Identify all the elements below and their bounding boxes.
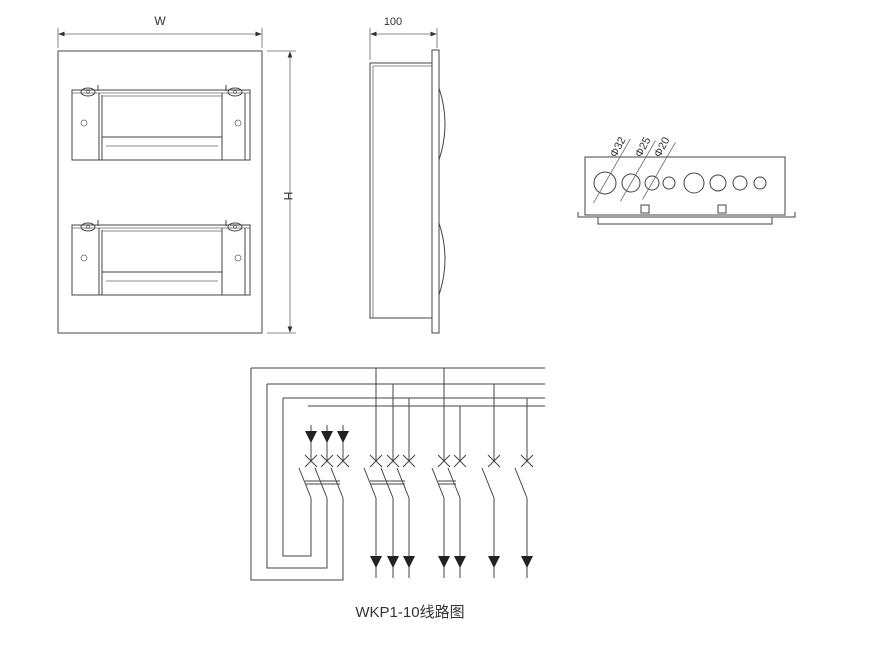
screw-hole-icon xyxy=(80,254,88,262)
arrow-down-icon xyxy=(521,556,533,568)
switch-blade xyxy=(380,467,394,499)
lock-icon xyxy=(227,87,243,97)
arrow-down-icon xyxy=(403,556,415,568)
switch-blade xyxy=(314,467,328,499)
depth-label: 100 xyxy=(384,16,402,28)
door-plate xyxy=(431,49,440,334)
cable-entry-hole xyxy=(662,176,676,190)
window-outline xyxy=(71,224,251,296)
hole-label-25: Φ25 xyxy=(633,135,653,159)
breaker-contact-icon xyxy=(304,454,318,468)
neutral-loop xyxy=(282,398,312,557)
diameter-leader-line xyxy=(620,140,656,202)
screw-hole-icon xyxy=(234,254,242,262)
lock-icon xyxy=(80,222,96,232)
breaker-window-top xyxy=(71,85,251,161)
switch-blade xyxy=(514,467,528,499)
gland-plate-outline xyxy=(584,156,786,216)
neutral-loop xyxy=(250,368,344,581)
door-cover-bulge xyxy=(438,87,446,161)
breaker-contact-icon xyxy=(437,454,451,468)
switch-blade xyxy=(363,467,377,499)
arrow-down-icon xyxy=(305,431,317,443)
hole-label-20: Φ20 xyxy=(652,135,672,159)
gland-plate-view: Φ32 Φ25 Φ20 xyxy=(577,135,796,225)
circuit-caption: WKP1-10线路图 xyxy=(355,604,464,621)
cable-entry-hole xyxy=(644,175,660,191)
square-hole xyxy=(717,204,727,214)
arrow-down-icon xyxy=(387,556,399,568)
screw-hole-icon xyxy=(80,119,88,127)
breaker-contact-icon xyxy=(487,454,501,468)
cable-entry-hole xyxy=(709,174,727,192)
arrow-down-icon xyxy=(370,556,382,568)
arrow-down-icon xyxy=(438,556,450,568)
lock-icon xyxy=(233,90,237,94)
front-view: W H xyxy=(57,14,296,334)
switch-blade xyxy=(431,467,445,499)
switch-blade xyxy=(298,467,312,499)
cable-entry-hole xyxy=(683,172,705,194)
lock-icon xyxy=(86,225,90,229)
arrow-down-icon xyxy=(488,556,500,568)
breaker-contact-icon xyxy=(453,454,467,468)
mounting-flange xyxy=(577,212,796,218)
square-hole xyxy=(640,204,650,214)
switch-blade xyxy=(481,467,495,499)
side-view: 100 xyxy=(369,16,446,334)
cable-entry-hole xyxy=(753,176,767,190)
height-label: H xyxy=(281,192,295,201)
breaker-contact-icon xyxy=(369,454,383,468)
breaker-contact-icon xyxy=(336,454,350,468)
diameter-leader-line xyxy=(593,138,631,204)
screw-hole-icon xyxy=(234,119,242,127)
door-cover-bulge xyxy=(438,222,446,296)
breaker-contact-icon xyxy=(520,454,534,468)
switch-blade xyxy=(447,467,461,499)
diameter-leader-line xyxy=(642,142,676,200)
breaker-contact-icon xyxy=(320,454,334,468)
arrow-down-icon xyxy=(321,431,333,443)
breaker-window-bottom xyxy=(71,220,251,296)
enclosure-body xyxy=(369,62,433,319)
neutral-loop xyxy=(266,384,328,569)
lock-icon xyxy=(86,90,90,94)
lock-icon xyxy=(227,222,243,232)
switch-blade xyxy=(330,467,344,499)
breaker-contact-icon xyxy=(386,454,400,468)
window-outline xyxy=(71,89,251,161)
width-label: W xyxy=(154,14,166,28)
cable-entry-hole xyxy=(621,173,641,193)
panel-outline xyxy=(57,50,263,334)
cable-entry-hole xyxy=(593,171,617,195)
lock-icon xyxy=(233,225,237,229)
switch-blade xyxy=(396,467,410,499)
arrow-down-icon xyxy=(454,556,466,568)
bottom-bracket xyxy=(597,217,773,225)
lock-icon xyxy=(80,87,96,97)
breaker-contact-icon xyxy=(402,454,416,468)
cable-entry-hole xyxy=(732,175,748,191)
wiring-diagram xyxy=(250,367,545,581)
arrow-down-icon xyxy=(337,431,349,443)
